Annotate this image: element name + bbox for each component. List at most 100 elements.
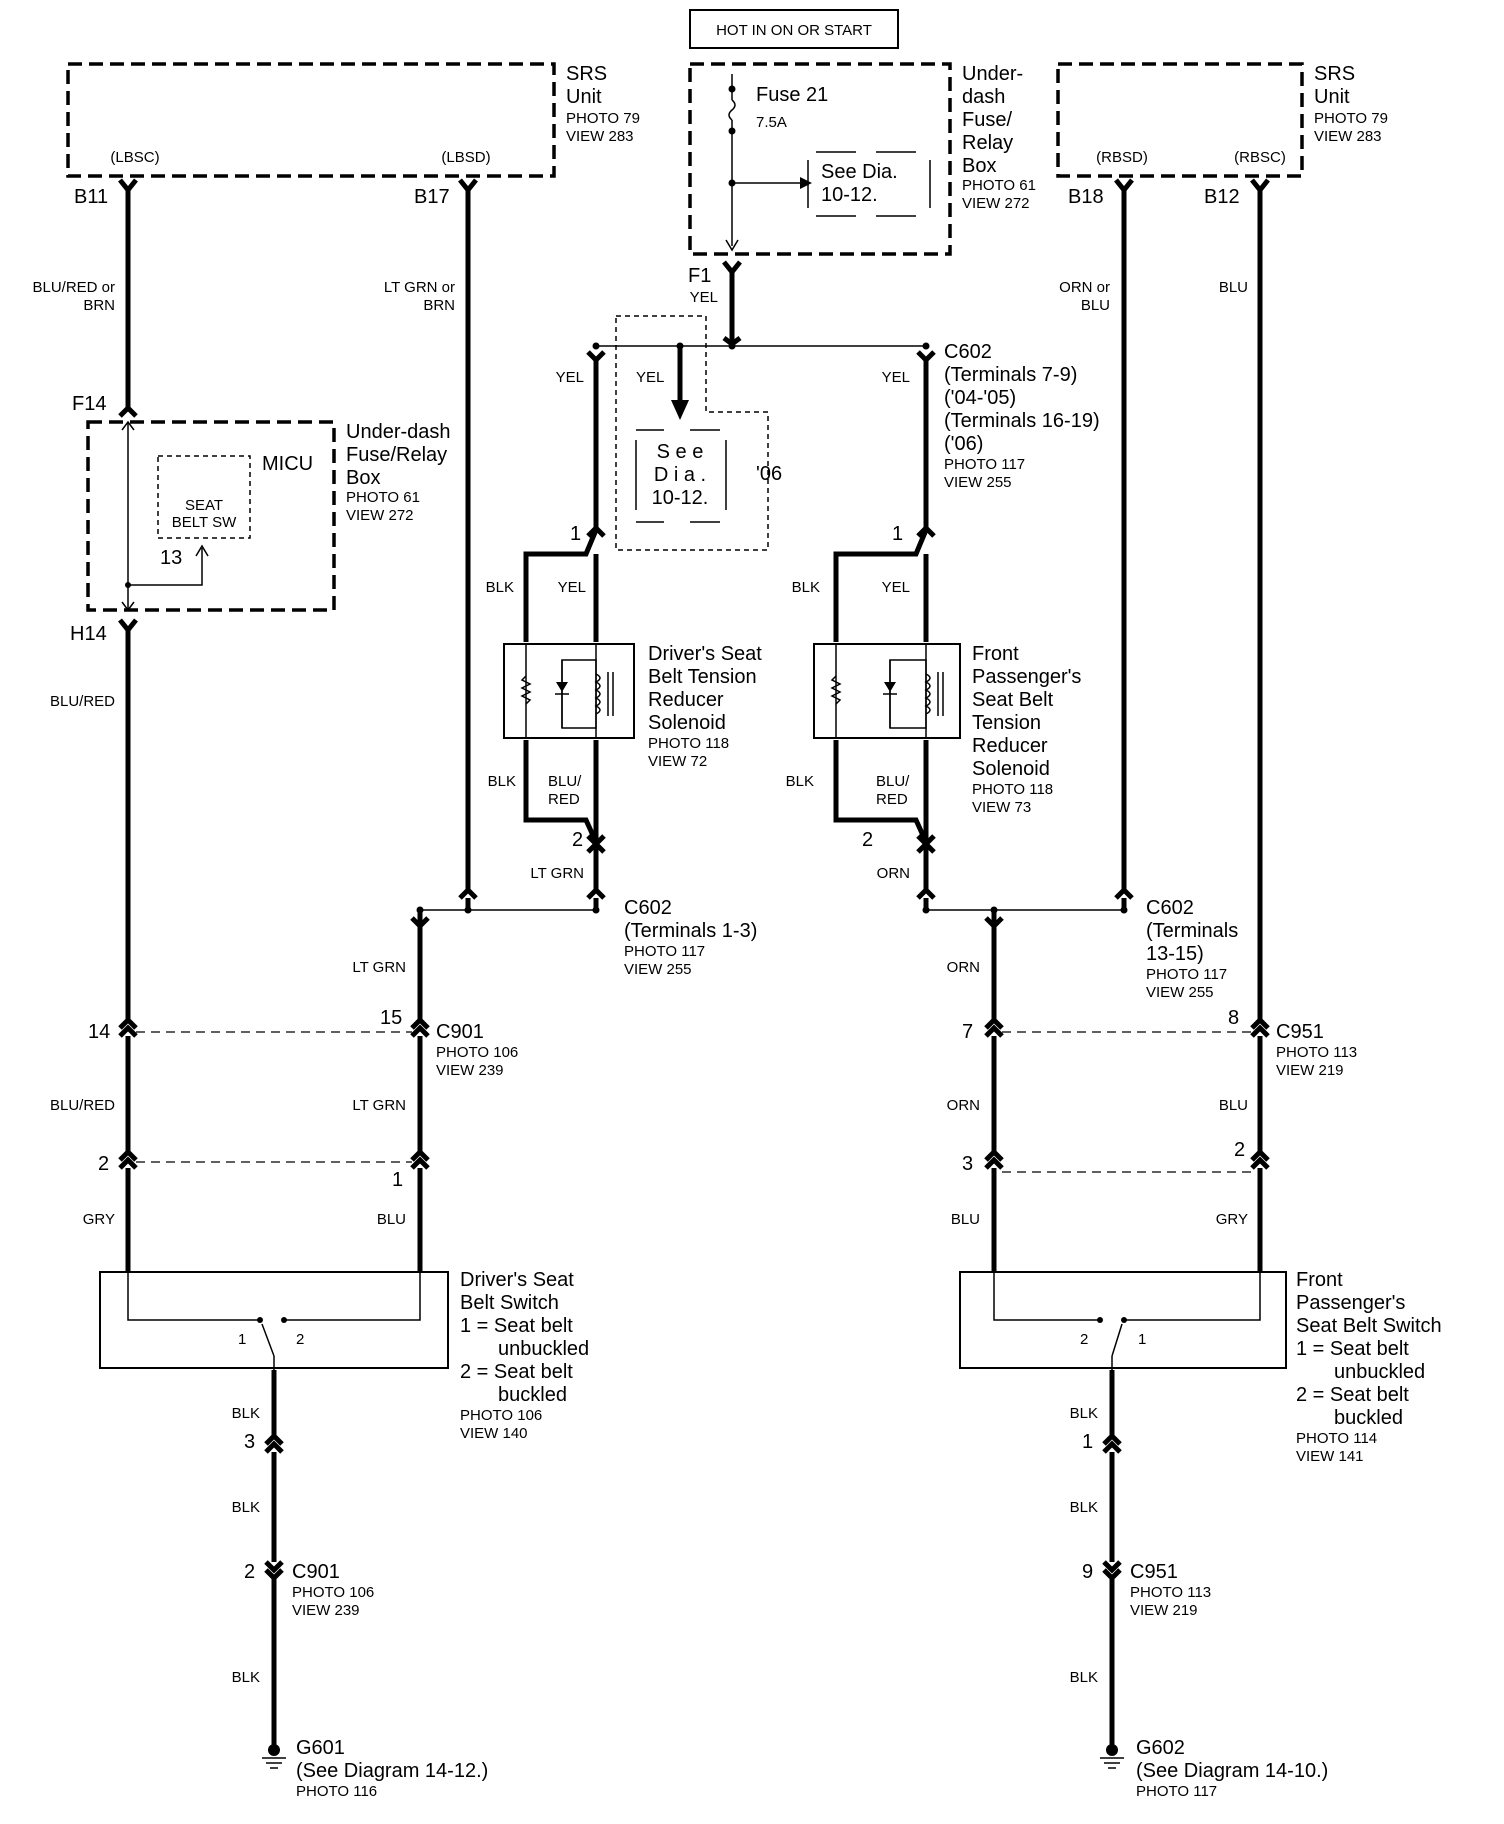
wire-label-lt-grn-drv: LT GRN	[530, 865, 584, 882]
seat-belt-sw-l2: BELT SW	[172, 514, 237, 531]
wire-label-blk-pass-top: BLK	[792, 579, 820, 596]
drv-sol-photo: PHOTO 118	[648, 735, 729, 752]
see06-l1: S e e	[657, 441, 704, 463]
see06-year: '06	[756, 463, 782, 485]
c602-top-t4: ('06)	[944, 433, 983, 455]
c602-left-name: C602	[624, 897, 672, 919]
srs-unit-right	[1056, 62, 1304, 178]
drv-sol-pin-2: 2	[572, 829, 583, 851]
drv-switch-contact-icon	[261, 1323, 275, 1357]
wire-label-blu-1: BLU	[1081, 297, 1110, 314]
c602-top-name: C602	[944, 341, 992, 363]
wire-label-lt-grn-2: LT GRN	[352, 1097, 406, 1114]
wire-label-yel-pass: YEL	[882, 369, 910, 386]
wire-label-blk-pass-1: BLK	[1070, 1405, 1098, 1422]
wire-label-orn-1: ORN	[947, 959, 980, 976]
pass-switch-l5: unbuckled	[1334, 1361, 1425, 1383]
see06-box	[615, 315, 769, 551]
srs-left-photo: PHOTO 79	[566, 110, 640, 127]
drv-sol-l1: Driver's Seat	[648, 643, 762, 665]
wire-label-orn-or: ORN or	[1059, 279, 1110, 296]
drv-row2-pin-1: 1	[392, 1169, 403, 1191]
micu-pin-13: 13	[160, 547, 182, 569]
pin-b11: B11	[74, 186, 108, 208]
drv-switch-p1: 1	[238, 1331, 246, 1348]
wire-label-orn-pass: ORN	[877, 865, 910, 882]
wire-label-yel-drv-sol: YEL	[558, 579, 586, 596]
g601-name: G601	[296, 1737, 345, 1759]
c951-top-photo: PHOTO 113	[1276, 1044, 1357, 1061]
pass-switch-l2: Passenger's	[1296, 1292, 1405, 1314]
c951-pin-8: 8	[1228, 1007, 1239, 1029]
wire-label-blu-red-1: BLU/RED	[50, 693, 115, 710]
srs-right-photo: PHOTO 79	[1314, 110, 1388, 127]
srs-left-lbsd: (LBSD)	[441, 149, 490, 166]
fuse-21-amp: 7.5A	[756, 114, 787, 131]
c602-top-t3: (Terminals 16-19)	[944, 410, 1100, 432]
pass-switch-l7: buckled	[1334, 1407, 1403, 1429]
c951-bot-photo: PHOTO 113	[1130, 1584, 1211, 1601]
drv-sol-pin-1: 1	[570, 523, 581, 545]
wire-label-blk-drv-1: BLK	[232, 1405, 260, 1422]
pass-sol-l4: Tension	[972, 712, 1041, 734]
arrow-up-icon	[195, 544, 209, 557]
pass-switch-l4: 1 = Seat belt	[1296, 1338, 1409, 1360]
c951-top-view: VIEW 219	[1276, 1062, 1344, 1079]
fuse-21-label: Fuse 21	[756, 84, 828, 106]
pass-coil-icon	[924, 673, 931, 715]
drv-resistor-icon	[520, 675, 532, 705]
pass-switch-l1: Front	[1296, 1269, 1343, 1291]
wire-label-yel-06: YEL	[636, 369, 664, 386]
seat-belt-sw-box	[157, 455, 251, 539]
micu-label: MICU	[262, 453, 313, 475]
wire-label-blk-drv-2: BLK	[232, 1499, 260, 1516]
pass-switch-contact-icon	[1111, 1323, 1123, 1357]
c602-left-t1: (Terminals 1-3)	[624, 920, 757, 942]
wire-label-yel-pass-sol: YEL	[882, 579, 910, 596]
c602-left-photo: PHOTO 117	[624, 943, 705, 960]
arrow-down-icon	[671, 400, 689, 420]
c901-top-view: VIEW 239	[436, 1062, 504, 1079]
drv-solenoid-box	[503, 643, 635, 739]
drv-coil-icon	[594, 673, 601, 715]
wire-label-blu-pass-sw: BLU	[951, 1211, 980, 1228]
micu-box-l3: Box	[346, 467, 380, 489]
ground-icon-g601	[262, 1757, 286, 1769]
srs-right-rbsc: (RBSC)	[1234, 149, 1286, 166]
ground-icon-g602	[1100, 1757, 1124, 1769]
c951-pin-7: 7	[962, 1021, 973, 1043]
micu-box-l2: Fuse/Relay	[346, 444, 447, 466]
g602-name: G602	[1136, 1737, 1185, 1759]
pass-switch-l3: Seat Belt Switch	[1296, 1315, 1442, 1337]
drv-sol-l2: Belt Tension	[648, 666, 757, 688]
wire-label-blk-pass-2: BLK	[1070, 1499, 1098, 1516]
srs-left-title2: Unit	[566, 86, 602, 108]
wire-label-lt-grn-1: LT GRN	[352, 959, 406, 976]
c602-top-t1: (Terminals 7-9)	[944, 364, 1077, 386]
pin-f14: F14	[72, 393, 106, 415]
pin-b12: B12	[1204, 186, 1240, 208]
pass-sol-photo: PHOTO 118	[972, 781, 1053, 798]
drv-switch-l1: Driver's Seat	[460, 1269, 574, 1291]
pin-f1: F1	[688, 265, 711, 287]
fusebox-top-photo: PHOTO 61	[962, 177, 1036, 194]
pass-sol-view: VIEW 73	[972, 799, 1031, 816]
srs-right-view: VIEW 283	[1314, 128, 1382, 145]
wire-label-blk-pass-3: BLK	[1070, 1669, 1098, 1686]
micu-box-l1: Under-dash	[346, 421, 451, 443]
srs-left-title: SRS	[566, 63, 607, 85]
c951-bot-name: C951	[1130, 1561, 1178, 1583]
pin-b17: B17	[414, 186, 450, 208]
fusebox-top-l5: Box	[962, 155, 996, 177]
pass-switch-view: VIEW 141	[1296, 1448, 1364, 1465]
wire-label-red-drv: RED	[548, 791, 580, 808]
pass-row2-pin-3: 3	[962, 1153, 973, 1175]
fusebox-top	[688, 62, 952, 256]
drv-switch-l6: buckled	[498, 1384, 567, 1406]
pin-h14: H14	[70, 623, 107, 645]
c602-left-view: VIEW 255	[624, 961, 692, 978]
pass-gnd-pin-1: 1	[1082, 1431, 1093, 1453]
c901-bot-name: C901	[292, 1561, 340, 1583]
c901-bot-photo: PHOTO 106	[292, 1584, 374, 1601]
